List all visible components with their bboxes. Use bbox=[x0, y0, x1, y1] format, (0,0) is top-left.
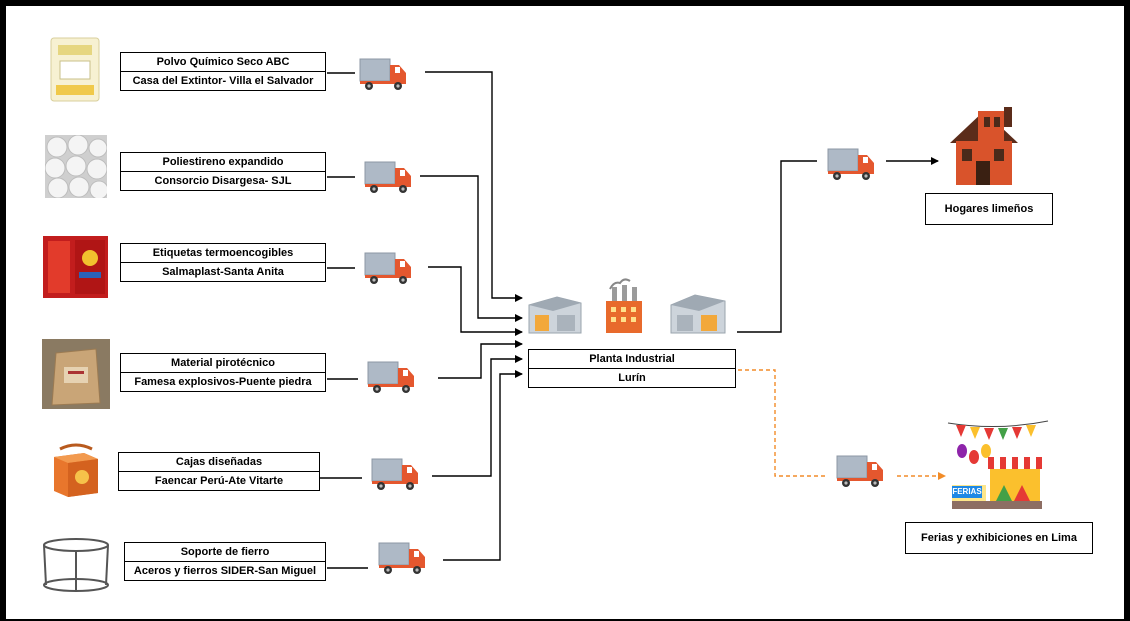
connector-truck-plant-1 bbox=[425, 72, 522, 298]
house-icon bbox=[944, 103, 1024, 187]
truck-icon bbox=[378, 541, 426, 575]
chemical-powder-bag-icon bbox=[50, 37, 100, 102]
connector-truck-plant-4 bbox=[438, 344, 522, 378]
connector-truck-plant-5 bbox=[432, 359, 522, 476]
iron-stand-icon bbox=[40, 535, 112, 593]
supplier-box-5: Cajas diseñadas Faencar Perú-Ate Vitarte bbox=[118, 452, 320, 491]
designed-box-icon bbox=[50, 443, 102, 498]
supplier-label-1: Casa del Extintor- Villa el Salvador bbox=[121, 71, 325, 90]
product-label-3: Etiquetas termoencogibles bbox=[121, 244, 325, 262]
product-label-1: Polvo Químico Seco ABC bbox=[121, 53, 325, 71]
connector-truck-plant-6 bbox=[443, 374, 522, 560]
truck-icon bbox=[371, 457, 419, 491]
product-label-2: Poliestireno expandido bbox=[121, 153, 325, 171]
plant-name: Planta Industrial bbox=[529, 350, 735, 368]
warehouse-icon bbox=[669, 293, 727, 335]
connector-truck-plant-2 bbox=[420, 176, 522, 318]
plant-box: Planta Industrial Lurín bbox=[528, 349, 736, 388]
fairs-label: Ferias y exhibiciones en Lima bbox=[905, 522, 1093, 554]
supplier-label-6: Aceros y fierros SIDER-San Miguel bbox=[125, 561, 325, 580]
plant-location: Lurín bbox=[529, 368, 735, 387]
ferias-sign: FERIAS bbox=[952, 486, 982, 498]
truck-icon bbox=[359, 57, 407, 91]
supplier-label-3: Salmaplast-Santa Anita bbox=[121, 262, 325, 281]
supplier-box-3: Etiquetas termoencogibles Salmaplast-San… bbox=[120, 243, 326, 282]
supplier-label-4: Famesa explosivos-Puente piedra bbox=[121, 372, 325, 391]
product-label-4: Material pirotécnico bbox=[121, 354, 325, 372]
truck-icon bbox=[364, 251, 412, 285]
warehouse-icon bbox=[527, 295, 583, 335]
supplier-box-1: Polvo Químico Seco ABC Casa del Extintor… bbox=[120, 52, 326, 91]
supplier-box-2: Poliestireno expandido Consorcio Disarge… bbox=[120, 152, 326, 191]
label-sleeves-icon bbox=[43, 236, 108, 298]
supplier-label-2: Consorcio Disargesa- SJL bbox=[121, 171, 325, 190]
supplier-label-5: Faencar Perú-Ate Vitarte bbox=[119, 471, 319, 490]
supplier-box-6: Soporte de fierro Aceros y fierros SIDER… bbox=[124, 542, 326, 581]
connector-truck-plant-3 bbox=[428, 267, 522, 332]
connector-plant-homes bbox=[737, 161, 817, 332]
polystyrene-balls-icon bbox=[45, 135, 107, 198]
connector-plant-fairs bbox=[738, 370, 826, 476]
truck-icon bbox=[827, 147, 875, 181]
product-label-5: Cajas diseñadas bbox=[119, 453, 319, 471]
pyrotechnic-sack-icon bbox=[42, 339, 110, 409]
factory-icon bbox=[602, 275, 646, 335]
product-label-6: Soporte de fierro bbox=[125, 543, 325, 561]
truck-icon bbox=[836, 454, 884, 488]
supplier-box-4: Material pirotécnico Famesa explosivos-P… bbox=[120, 353, 326, 392]
truck-icon bbox=[367, 360, 415, 394]
truck-icon bbox=[364, 160, 412, 194]
homes-label: Hogares limeños bbox=[925, 193, 1053, 225]
